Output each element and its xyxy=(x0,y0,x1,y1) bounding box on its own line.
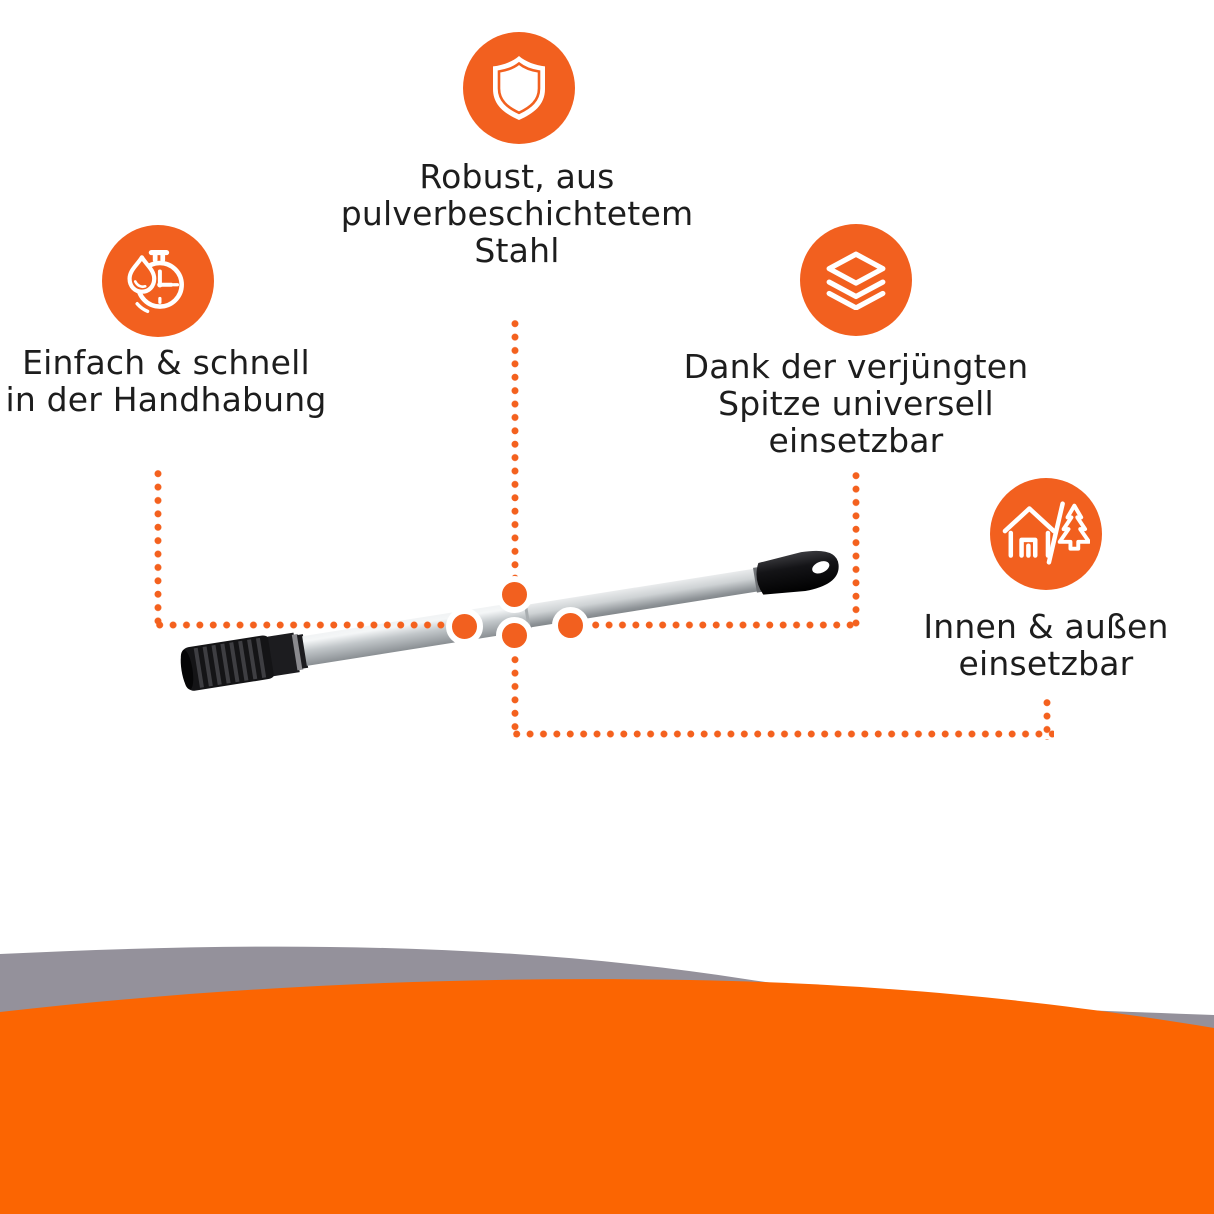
feature-handling-line1: Einfach & schnell xyxy=(22,343,310,382)
hanging-hole xyxy=(812,561,830,574)
house-tree-icon xyxy=(1002,501,1090,565)
layers-icon xyxy=(826,251,886,310)
pole-tip-endface xyxy=(180,649,194,690)
leader-left-vertical xyxy=(153,467,162,627)
feature-handling-text: Einfach & schnell in der Handhabung xyxy=(0,344,346,418)
shield-icon xyxy=(493,56,545,120)
feature-universal-text: Dank der verjüngten Spitze universell ei… xyxy=(656,348,1056,459)
feature-robust-line3: Stahl xyxy=(474,231,560,270)
feature-robust-circle xyxy=(463,32,575,144)
orange-wave xyxy=(0,979,1214,1214)
leader-bottomright-vertical xyxy=(1042,696,1051,740)
feature-universal-line2: Spitze universell xyxy=(718,384,994,423)
pole-collar-edge xyxy=(296,634,309,669)
pole-end-cap xyxy=(756,550,839,595)
pole-collar xyxy=(267,632,300,677)
feature-robust-line1: Robust, aus xyxy=(419,157,615,196)
feature-robust-line2: pulverbeschichtetem xyxy=(340,194,694,233)
feature-universal-line1: Dank der verjüngten xyxy=(683,347,1029,386)
pole-tip-ribs xyxy=(193,637,267,688)
feature-robust-text: Robust, aus pulverbeschichtetem Stahl xyxy=(297,158,737,269)
feature-indoor-outdoor-line2: einsetzbar xyxy=(958,644,1134,683)
connector-dot-right xyxy=(551,606,589,644)
leader-right-horizontal xyxy=(589,621,859,629)
stopwatch-drop-icon xyxy=(127,249,184,314)
feature-indoor-outdoor-line1: Innen & außen xyxy=(923,607,1169,646)
pole-collar-ring xyxy=(291,633,304,671)
pole-inner-tube xyxy=(526,568,760,628)
feature-universal-circle xyxy=(800,224,912,336)
feature-indoor-outdoor-text: Innen & außen einsetzbar xyxy=(876,608,1214,682)
leader-right-vertical xyxy=(851,469,860,627)
connector-dot-bottom xyxy=(495,616,533,654)
feature-handling-circle xyxy=(102,225,214,337)
feature-indoor-outdoor-circle xyxy=(990,478,1102,590)
feature-handling-line2: in der Handhabung xyxy=(5,380,327,419)
pole-group xyxy=(180,550,839,691)
leader-bottom-horizontal xyxy=(510,730,1054,738)
connector-dot-left xyxy=(445,607,483,645)
leader-left-horizontal xyxy=(153,621,447,629)
leader-top-vertical xyxy=(510,317,519,579)
leader-bottom-vertical xyxy=(510,653,519,737)
connector-dot-top xyxy=(495,575,533,613)
feature-universal-line3: einsetzbar xyxy=(768,421,944,460)
